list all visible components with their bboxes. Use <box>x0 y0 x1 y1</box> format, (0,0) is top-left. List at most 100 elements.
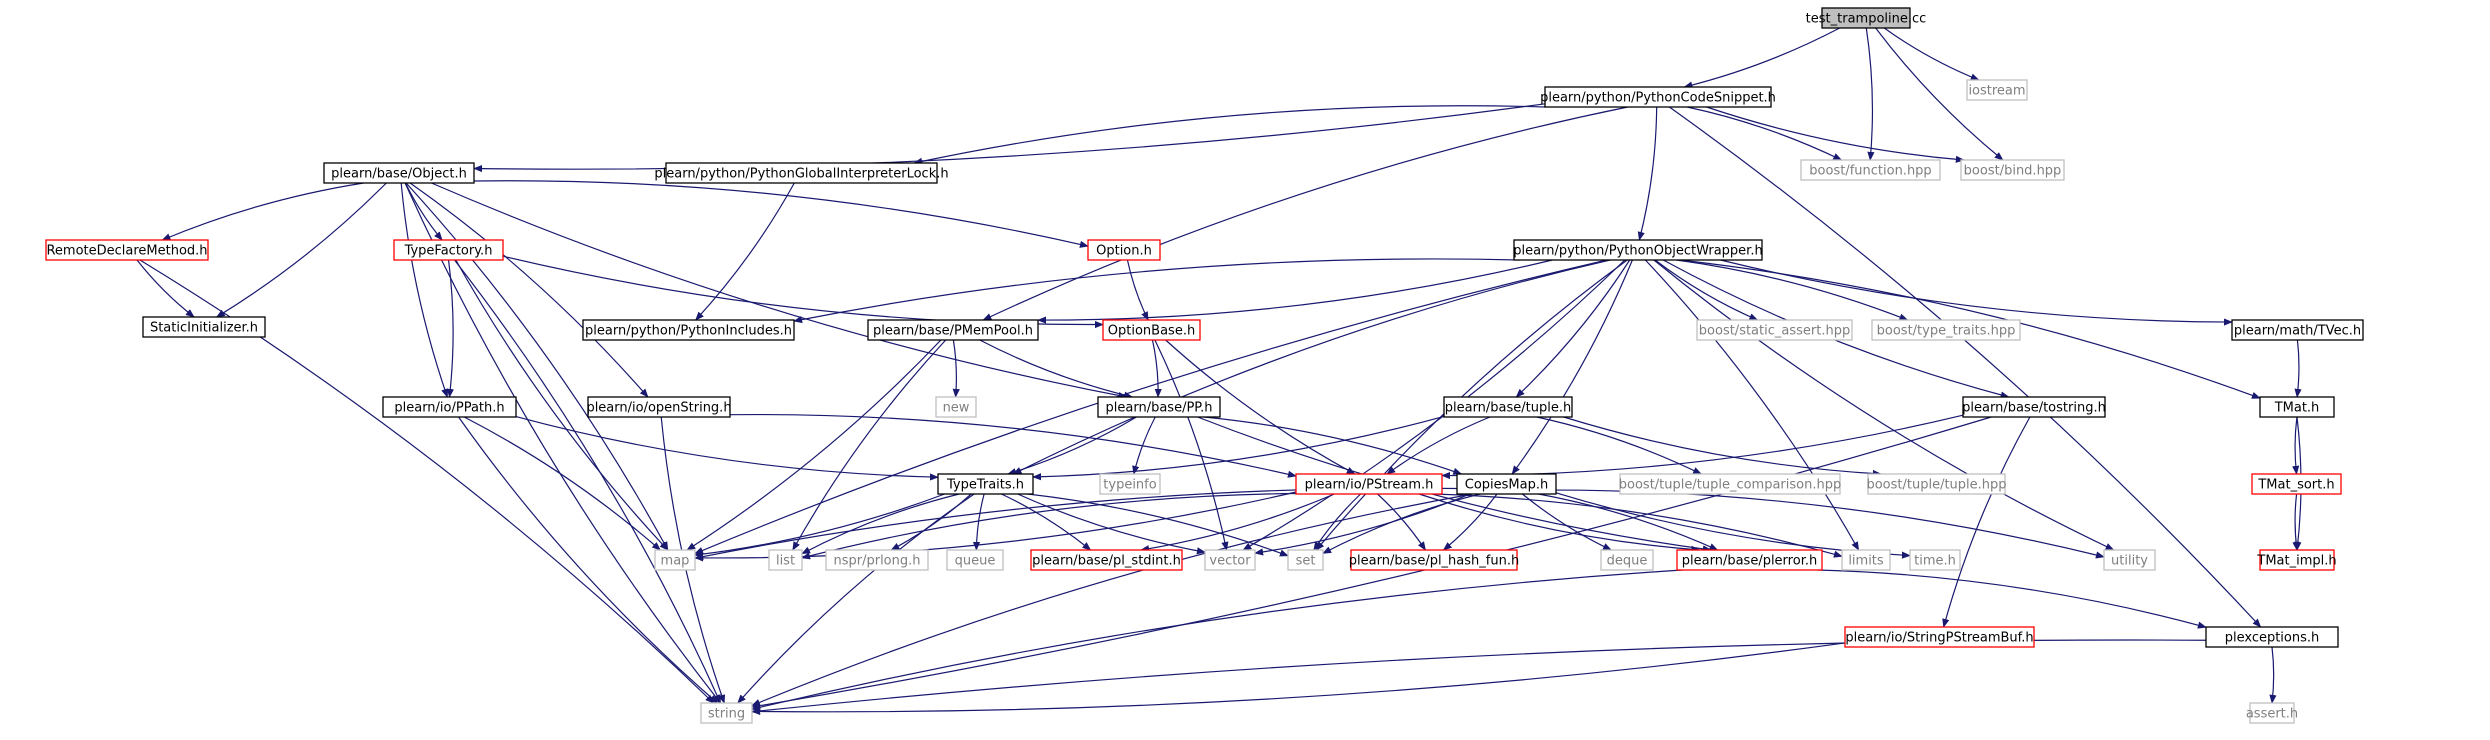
node-RemoteDeclareMethod[interactable]: RemoteDeclareMethod.h <box>45 239 209 261</box>
edge-tuple-to-TypeTraits <box>1032 415 1445 481</box>
node-string[interactable]: string <box>700 702 753 724</box>
node-label: boost/tuple/tuple_comparison.hpp <box>1619 478 1841 493</box>
node-label: plearn/base/PP.h <box>1106 401 1213 416</box>
node-TMat[interactable]: TMat.h <box>2259 396 2335 418</box>
node-box <box>2259 396 2335 418</box>
node-PythonGIL[interactable]: plearn/python/PythonGlobalInterpreterLoc… <box>654 162 949 184</box>
edge-PythonObjectWrapper-to-TypeTraits <box>1012 259 1611 475</box>
edge-test_trampoline-to-boost_bind <box>1875 27 2004 161</box>
node-CopiesMap[interactable]: CopiesMap.h <box>1456 473 1557 495</box>
node-assert_h[interactable]: assert.h <box>2246 702 2298 724</box>
edge-PStream-to-list <box>801 492 1297 560</box>
node-set[interactable]: set <box>1287 549 1324 571</box>
edge-RemoteDeclareMethod-to-StaticInitializer <box>136 259 195 318</box>
node-box <box>665 162 938 184</box>
edge-PythonObjectWrapper-to-tuple <box>1515 259 1631 398</box>
edge-CopiesMap-to-pl_hash_fun <box>1442 493 1498 551</box>
node-typeinfo[interactable]: typeinfo <box>1099 473 1161 495</box>
node-label: plearn/python/PythonCodeSnippet.h <box>1540 91 1776 106</box>
node-openString[interactable]: plearn/io/openString.h <box>586 396 732 418</box>
node-plexceptions[interactable]: plexceptions.h <box>2205 626 2339 648</box>
node-StringPStreamBuf[interactable]: plearn/io/StringPStreamBuf.h <box>1844 626 2035 648</box>
edge-TypeFactory-to-map <box>455 259 669 551</box>
node-PPath[interactable]: plearn/io/PPath.h <box>382 396 517 418</box>
node-StaticInitializer[interactable]: StaticInitializer.h <box>142 316 266 338</box>
node-list[interactable]: list <box>768 549 803 571</box>
node-label: deque <box>1607 554 1648 569</box>
edge-tuple-to-tuple_comparison <box>1536 416 1702 475</box>
node-prlong[interactable]: nspr/prlong.h <box>825 549 929 571</box>
node-plerror[interactable]: plearn/base/plerror.h <box>1676 549 1823 571</box>
node-label: TMat_sort.h <box>2257 478 2334 493</box>
node-box <box>1844 626 2035 648</box>
node-box <box>1102 319 1201 341</box>
node-PStream[interactable]: plearn/io/PStream.h <box>1295 473 1443 495</box>
edge-Object-to-StaticInitializer <box>215 182 387 318</box>
edge-TypeTraits-to-string <box>737 493 975 704</box>
node-PythonObjectWrapper[interactable]: plearn/python/PythonObjectWrapper.h <box>1513 239 1763 261</box>
node-TMat_sort[interactable]: TMat_sort.h <box>2251 473 2342 495</box>
node-TypeFactory[interactable]: TypeFactory.h <box>393 239 504 261</box>
node-label: boost/function.hpp <box>1809 164 1931 179</box>
node-label: plearn/base/pl_hash_fun.h <box>1349 554 1519 569</box>
node-Option[interactable]: Option.h <box>1087 239 1161 261</box>
node-deque[interactable]: deque <box>1600 549 1654 571</box>
node-iostream[interactable]: iostream <box>1966 79 2028 101</box>
node-time_h[interactable]: time.h <box>1909 549 1961 571</box>
node-type_traits[interactable]: boost/type_traits.hpp <box>1871 319 2021 341</box>
node-label: TMat_impl.h <box>2256 554 2336 569</box>
node-box <box>1513 239 1763 261</box>
node-TVec[interactable]: plearn/math/TVec.h <box>2231 319 2364 341</box>
edge-PStream-to-set <box>1313 493 1362 551</box>
node-tuple_comparison[interactable]: boost/tuple/tuple_comparison.hpp <box>1619 473 1841 495</box>
edge-RemoteDeclareMethod-to-string <box>139 259 715 704</box>
node-map[interactable]: map <box>654 549 696 571</box>
node-label: plearn/io/StringPStreamBuf.h <box>1845 631 2033 646</box>
edge-CopiesMap-to-set <box>1322 493 1481 554</box>
node-tuple[interactable]: plearn/base/tuple.h <box>1443 396 1573 418</box>
node-box <box>2249 702 2295 724</box>
node-limits[interactable]: limits <box>1841 549 1891 571</box>
node-boost_function[interactable]: boost/function.hpp <box>1800 159 1941 181</box>
node-tuple_hpp[interactable]: boost/tuple/tuple.hpp <box>1866 473 2007 495</box>
node-tostring[interactable]: plearn/base/tostring.h <box>1962 396 2106 418</box>
node-PMemPool[interactable]: plearn/base/PMemPool.h <box>867 319 1039 341</box>
edge-PStream-to-map <box>694 491 1297 562</box>
node-label: utility <box>2111 554 2148 569</box>
node-label: iostream <box>1968 84 2025 99</box>
node-label: set <box>1296 554 1316 569</box>
node-label: boost/type_traits.hpp <box>1877 324 2016 339</box>
node-PythonCodeSnippet[interactable]: plearn/python/PythonCodeSnippet.h <box>1540 86 1776 108</box>
node-boost_bind[interactable]: boost/bind.hpp <box>1960 159 2065 181</box>
edge-PP-to-plerror <box>1197 416 1712 553</box>
node-box <box>1909 549 1961 571</box>
node-box <box>700 702 753 724</box>
node-queue[interactable]: queue <box>946 549 1004 571</box>
edge-CopiesMap-to-deque <box>1521 493 1612 551</box>
node-utility[interactable]: utility <box>2103 549 2156 571</box>
edge-CopiesMap-to-plerror <box>1538 493 1719 551</box>
node-PP[interactable]: plearn/base/PP.h <box>1097 396 1221 418</box>
node-OptionBase[interactable]: OptionBase.h <box>1102 319 1201 341</box>
edge-TypeFactory-to-OptionBase <box>502 255 1104 329</box>
node-new[interactable]: new <box>935 396 977 418</box>
node-static_assert[interactable]: boost/static_assert.hpp <box>1696 319 1853 341</box>
node-TypeTraits[interactable]: TypeTraits.h <box>937 473 1034 495</box>
node-pl_hash_fun[interactable]: plearn/base/pl_hash_fun.h <box>1349 549 1519 571</box>
edge-PythonGIL-to-PythonIncludes <box>695 182 795 321</box>
edge-PP-to-TypeTraits <box>1007 416 1137 476</box>
node-TMat_impl[interactable]: TMat_impl.h <box>2256 549 2337 571</box>
node-vector[interactable]: vector <box>1204 549 1256 571</box>
node-test_trampoline[interactable]: test_trampoline.cc <box>1806 7 1927 29</box>
node-pl_stdint[interactable]: plearn/base/pl_stdint.h <box>1030 549 1183 571</box>
node-Object[interactable]: plearn/base/Object.h <box>323 162 475 184</box>
node-box <box>1456 473 1557 495</box>
node-box <box>1099 473 1161 495</box>
node-label: plearn/base/tuple.h <box>1445 401 1572 416</box>
node-label: list <box>776 554 795 569</box>
edge-Object-to-TypeFactory <box>404 182 443 241</box>
node-PythonIncludes[interactable]: plearn/python/PythonIncludes.h <box>582 319 795 341</box>
edge-PythonCodeSnippet-to-Object <box>473 103 1546 173</box>
edge-Object-to-PPath <box>400 182 449 398</box>
node-label: plearn/base/plerror.h <box>1682 554 1817 569</box>
